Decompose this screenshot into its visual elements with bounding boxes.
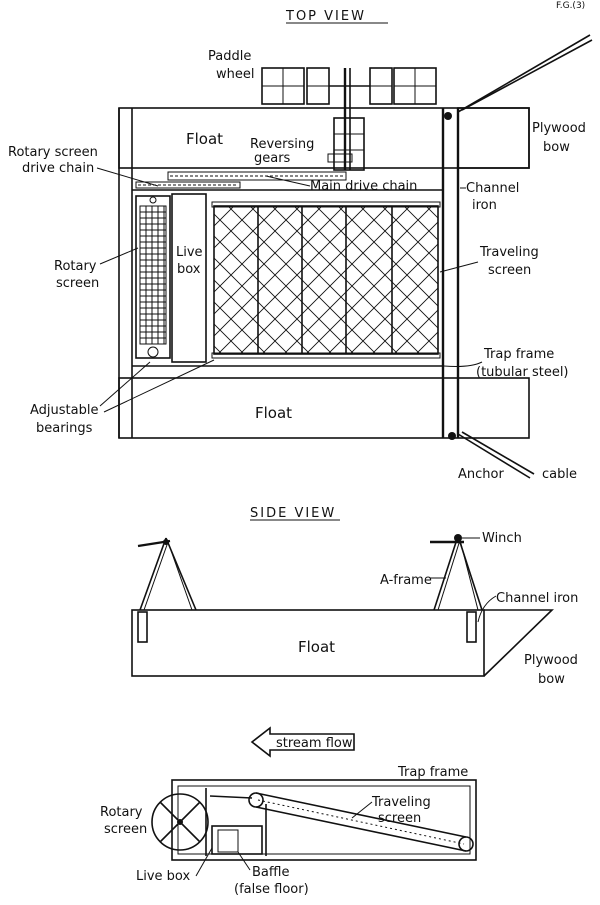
label-rotary-2: screen <box>56 276 99 291</box>
label-rotary-1: Rotary <box>54 259 97 274</box>
aframe-right <box>430 534 483 611</box>
label-channel-2: iron <box>472 198 497 213</box>
top-view: TOP VIEW F.G.(3) Paddle wheel Floa <box>8 1 593 482</box>
side-float <box>131 609 485 677</box>
label-plywood-2: bow <box>543 140 570 155</box>
label-trap-frame: Trap frame <box>397 765 468 780</box>
label-paddle-1: Paddle <box>208 49 251 64</box>
label-traveling-2: screen <box>488 263 531 278</box>
label-live-box: Live box <box>136 869 190 884</box>
rotary-screen-top <box>135 195 171 359</box>
label-side-plywood-1: Plywood <box>524 653 578 668</box>
label-stream-flow: stream flow <box>276 736 353 751</box>
live-box-top <box>171 193 207 363</box>
side-channel-left <box>137 611 148 643</box>
label-adjustable-2: bearings <box>36 421 93 436</box>
side-channel-right <box>466 611 477 643</box>
stream-flow-arrow <box>250 726 355 758</box>
anchor-cable-top <box>457 34 591 113</box>
label-traveling-1: Traveling <box>479 245 539 260</box>
float-top <box>118 107 530 169</box>
section-baffle <box>211 825 263 855</box>
label-float-top: Float <box>186 130 223 148</box>
float-bottom <box>118 377 530 439</box>
label-live-2: box <box>177 262 201 277</box>
side-plywood-bow <box>483 609 554 677</box>
traveling-screen-top <box>211 201 441 359</box>
label-section-rotary-1: Rotary <box>100 805 143 820</box>
label-main-chain: Main drive chain <box>310 179 417 194</box>
reversing-gears <box>327 117 365 171</box>
label-channel-1: Channel <box>466 181 519 196</box>
label-side-float: Float <box>298 638 335 656</box>
label-paddle-2: wheel <box>216 67 254 82</box>
label-reversing-2: gears <box>254 151 291 166</box>
aframe-left <box>137 537 197 611</box>
label-float-bottom: Float <box>255 404 292 422</box>
label-trap-1: Trap frame <box>483 347 554 362</box>
label-reversing-1: Reversing <box>250 137 314 152</box>
label-anchor-1: Anchor <box>458 467 504 482</box>
label-trap-2: (tubular steel) <box>476 365 569 380</box>
label-section-traveling-2: screen <box>378 811 421 826</box>
label-baffle-1: Baffle <box>252 865 289 880</box>
paddle-wheel <box>261 67 437 170</box>
section-trap-frame <box>171 779 477 861</box>
label-rotary-chain-1: Rotary screen <box>8 145 98 160</box>
label-section-traveling-1: Traveling <box>371 795 431 810</box>
label-side-plywood-2: bow <box>538 672 565 687</box>
label-adjustable-1: Adjustable <box>30 403 98 418</box>
corner-mark: F.G.(3) <box>556 1 585 11</box>
label-plywood-1: Plywood <box>532 121 586 136</box>
label-aframe: A-frame <box>380 573 432 588</box>
label-baffle-2: (false floor) <box>234 882 309 897</box>
cable-attachment-top <box>444 112 452 120</box>
plywood-bow-top <box>457 107 530 169</box>
section-view: stream flow Trap frame Rotary screen Tr <box>100 726 477 897</box>
anchor-cable-bottom <box>457 433 531 479</box>
label-winch: Winch <box>482 531 522 546</box>
side-view: SIDE VIEW Float Winch A-fra <box>131 506 578 687</box>
side-view-title: SIDE VIEW <box>250 506 336 521</box>
section-traveling-screen <box>209 792 474 852</box>
top-view-title: TOP VIEW <box>285 9 366 24</box>
label-anchor-2: cable <box>542 467 577 482</box>
label-live-1: Live <box>176 245 203 260</box>
section-rotary-screen <box>151 793 209 851</box>
label-rotary-chain-2: drive chain <box>22 161 94 176</box>
label-channel: Channel iron <box>496 591 578 606</box>
cable-attachment-bottom <box>448 432 456 440</box>
label-section-rotary-2: screen <box>104 822 147 837</box>
